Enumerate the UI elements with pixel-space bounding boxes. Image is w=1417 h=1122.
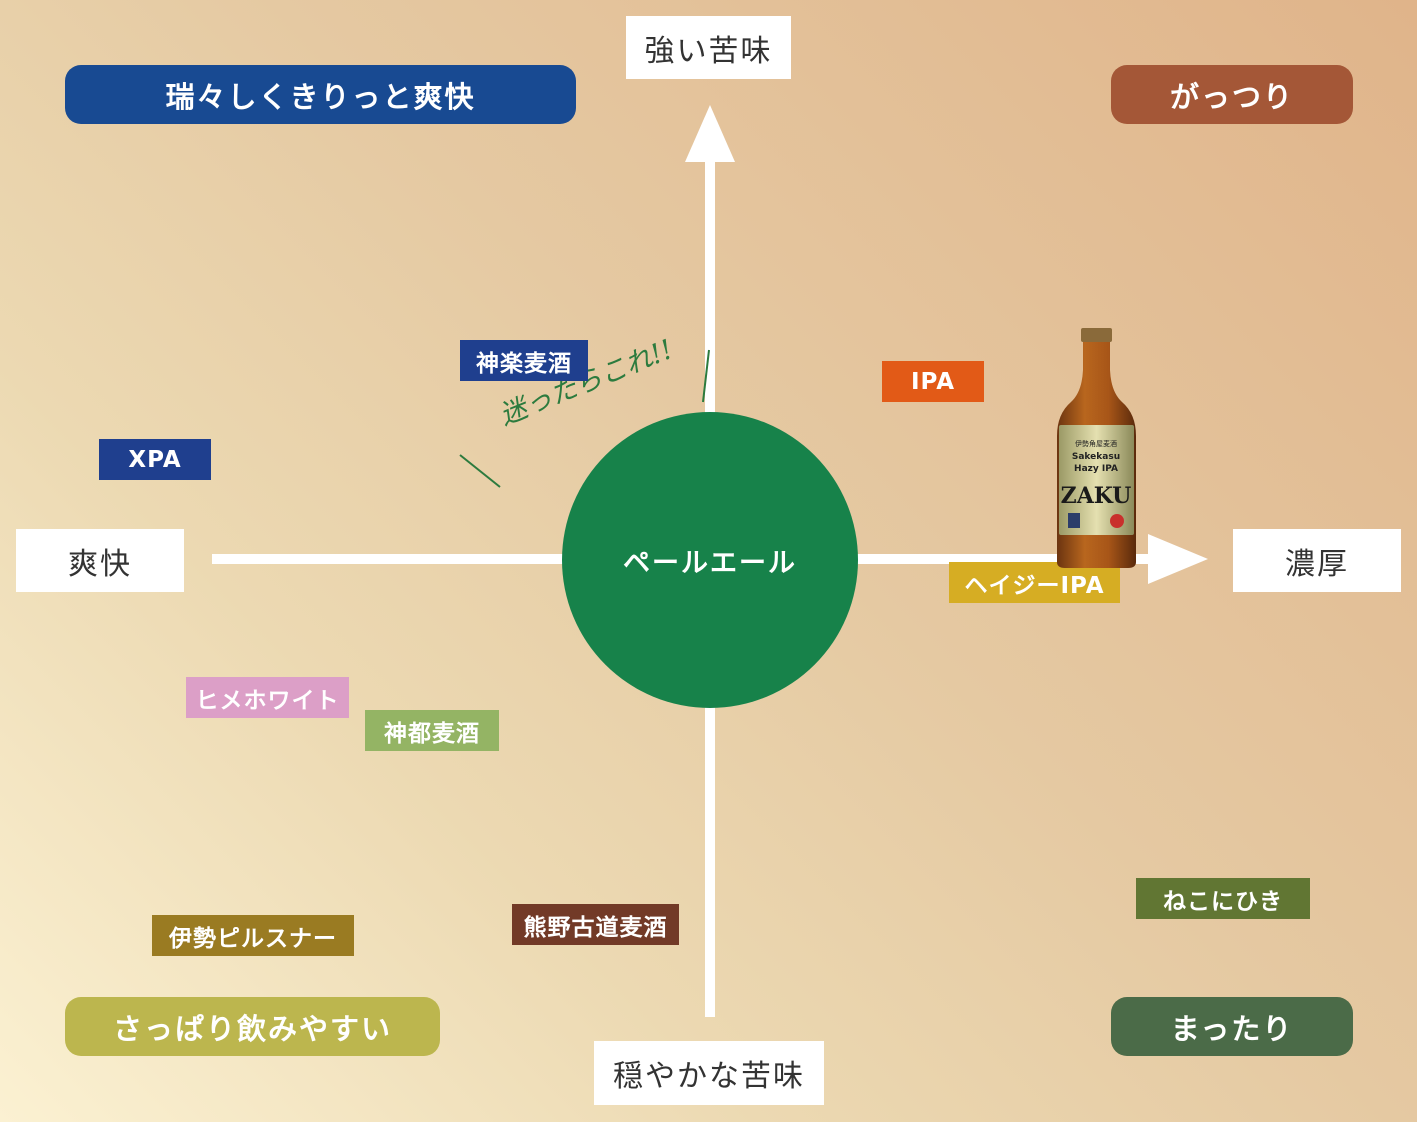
quadrant-label-mellow: まったり bbox=[1111, 997, 1353, 1056]
callout-dash-left bbox=[459, 454, 501, 488]
bottle-label-logo: ZAKU bbox=[1061, 483, 1132, 509]
pale-ale-circle: ペールエール bbox=[562, 412, 858, 708]
tag-hazy-ipa: ヘイジーIPA bbox=[949, 562, 1120, 603]
quadrant-label-bold: がっつり bbox=[1111, 65, 1353, 124]
right-arrow-head bbox=[1148, 534, 1208, 584]
bottle-label-brewery: 伊勢角屋麦酒 bbox=[1075, 439, 1117, 448]
up-arrow-head bbox=[685, 105, 735, 162]
bottle-label-line1: Sakekasu bbox=[1072, 452, 1120, 462]
tag-ipa: IPA bbox=[882, 361, 984, 402]
tag-kumano: 熊野古道麦酒 bbox=[512, 904, 679, 945]
tag-ise-pilsner: 伊勢ピルスナー bbox=[152, 915, 354, 956]
quadrant-label-light: さっぱり飲みやすい bbox=[65, 997, 440, 1056]
bottle-cap bbox=[1081, 328, 1112, 342]
bottle-label bbox=[1059, 425, 1134, 535]
tag-xpa: XPA bbox=[99, 439, 211, 480]
axis-label-strong-bitterness: 強い苦味 bbox=[626, 16, 791, 79]
callout-dash-right bbox=[702, 349, 710, 403]
tag-shinraku: 神楽麦酒 bbox=[460, 340, 588, 381]
bottle-label-line2: Hazy IPA bbox=[1074, 464, 1118, 474]
quadrant-label-crisp: 瑞々しくきりっと爽快 bbox=[65, 65, 576, 124]
tag-hime-white: ヒメホワイト bbox=[186, 677, 349, 718]
bottle-seal bbox=[1110, 514, 1124, 528]
axis-label-mild-bitterness: 穏やかな苦味 bbox=[594, 1041, 824, 1105]
axis-label-rich: 濃厚 bbox=[1233, 529, 1401, 592]
bottle-badge bbox=[1068, 513, 1080, 528]
pale-ale-label: ペールエール bbox=[623, 547, 797, 579]
axis-label-refreshing: 爽快 bbox=[16, 529, 184, 592]
tag-neko-nihiki: ねこにひき bbox=[1136, 878, 1310, 919]
tag-kanto: 神都麦酒 bbox=[365, 710, 499, 751]
